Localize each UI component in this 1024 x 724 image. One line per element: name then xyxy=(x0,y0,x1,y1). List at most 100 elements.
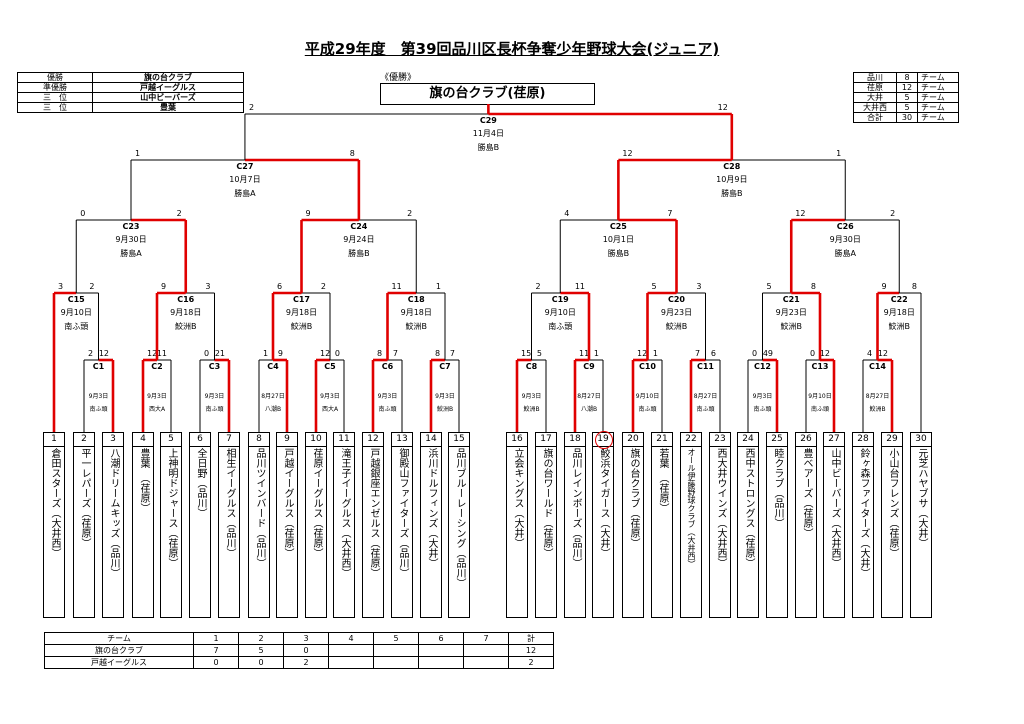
game-id: C24 xyxy=(350,222,367,231)
game-score-right: 7 xyxy=(450,349,455,358)
team-number: 25 xyxy=(767,433,787,447)
game-date: 10月9日 xyxy=(716,175,747,184)
team-number: 1 xyxy=(44,433,64,447)
team-name: 平一レパーズ（荏原） xyxy=(79,448,90,548)
team-number: 22 xyxy=(681,433,701,447)
game-score-right: 2 xyxy=(89,282,94,291)
team-name: 荏原イーグルス（荏原） xyxy=(311,448,322,558)
game-score-left: 6 xyxy=(277,282,282,291)
game-id: C3 xyxy=(209,362,220,371)
score-cell: 0 xyxy=(283,644,329,657)
team-number: 27 xyxy=(824,433,844,447)
results-row: 三 位豊葉 xyxy=(17,102,244,113)
game-venue: 鮫洲B xyxy=(175,321,197,331)
team-number: 7 xyxy=(219,433,239,447)
game-score-left: 12 xyxy=(147,349,157,358)
team-name: 相生イーグルス（品川） xyxy=(224,448,235,558)
game-score-left: 9 xyxy=(882,282,887,291)
game-score-left: 2 xyxy=(88,349,93,358)
game-score-right: 12 xyxy=(718,103,728,112)
game-venue: 南ふ頭 xyxy=(753,405,771,413)
game-venue: 南ふ頭 xyxy=(548,321,572,331)
game-venue: 勝島B xyxy=(348,248,370,258)
game-venue: 鮫洲B xyxy=(666,321,688,331)
team-name: 滝王子イーグルス（大井西） xyxy=(339,448,350,578)
game-id: C19 xyxy=(552,295,569,304)
game-date: 8月27日 xyxy=(694,393,717,400)
game-date: 10月7日 xyxy=(229,175,260,184)
team-number: 2 xyxy=(74,433,94,447)
winner-caption: 《優勝》 xyxy=(380,73,417,83)
final-score-table: チーム 1 2 3 4 5 6 7 計 旗の台クラブ 7 5 0 12 戸越イー… xyxy=(44,632,554,669)
game-date: 8月27日 xyxy=(866,393,889,400)
game-score-right: 1 xyxy=(594,349,599,358)
team-number: 10 xyxy=(306,433,326,447)
team-name: 上神明ドジャース（荏原） xyxy=(166,448,177,568)
results-team: 豊葉 xyxy=(92,102,244,113)
score-cell xyxy=(418,644,464,657)
game-score-right: 2 xyxy=(177,209,182,218)
game-score-left: 12 xyxy=(320,349,330,358)
team-name: 八潮ドリームキッズ（品川） xyxy=(108,448,119,578)
game-score-right: 12 xyxy=(878,349,888,358)
game-venue: 鮫洲B xyxy=(523,405,539,413)
team-name: 鮫浜タイガース（大井） xyxy=(598,448,609,558)
game-date: 9月24日 xyxy=(343,235,374,244)
game-score-right: 8 xyxy=(912,282,917,291)
game-venue: 八潮B xyxy=(581,405,597,413)
team-number: 29 xyxy=(882,433,902,447)
score-cell: 0 xyxy=(193,656,239,669)
game-date: 9月10日 xyxy=(808,393,831,400)
score-header-cell: 4 xyxy=(328,632,374,645)
score-total: 2 xyxy=(508,656,554,669)
game-score-right: 1 xyxy=(436,282,441,291)
game-id: C18 xyxy=(408,295,425,304)
game-date: 9月3日 xyxy=(522,393,542,400)
game-venue: 八潮B xyxy=(265,405,281,413)
team-number: 14 xyxy=(421,433,441,447)
game-date: 9月23日 xyxy=(661,308,692,317)
game-score-right: 11 xyxy=(157,349,167,358)
game-id: C2 xyxy=(151,362,162,371)
game-date: 9月3日 xyxy=(89,393,109,400)
team-number: 23 xyxy=(710,433,730,447)
game-date: 9月23日 xyxy=(776,308,807,317)
score-cell: 5 xyxy=(238,644,284,657)
game-venue: 鮫洲B xyxy=(406,321,428,331)
game-venue: 勝島B xyxy=(478,142,500,152)
game-score-left: 0 xyxy=(80,209,85,218)
team-name: 鈴ヶ森ファイターズ（大井） xyxy=(858,448,869,578)
game-venue: 勝島B xyxy=(721,188,743,198)
team-number: 30 xyxy=(911,433,931,447)
game-id: C15 xyxy=(68,295,85,304)
game-date: 10月1日 xyxy=(603,235,634,244)
team-name: 御殿山ファイターズ（品川） xyxy=(397,448,408,578)
game-score-right: 12 xyxy=(820,349,830,358)
game-venue: 南ふ頭 xyxy=(696,405,714,413)
score-row: 戸越イーグルス 0 0 2 2 xyxy=(44,656,554,669)
team-name: 若葉 （荏原） xyxy=(657,448,668,513)
team-name: 旗の台ワールド（荏原） xyxy=(541,448,552,558)
game-date: 9月30日 xyxy=(830,235,861,244)
game-date: 9月18日 xyxy=(884,308,915,317)
score-header-cell: 計 xyxy=(508,632,554,645)
game-date: 9月3日 xyxy=(378,393,398,400)
game-score-left: 12 xyxy=(622,149,632,158)
game-id: C21 xyxy=(783,295,800,304)
team-name: 元芝ハヤブサ（大井） xyxy=(916,448,927,548)
game-venue: 西大A xyxy=(322,405,339,413)
